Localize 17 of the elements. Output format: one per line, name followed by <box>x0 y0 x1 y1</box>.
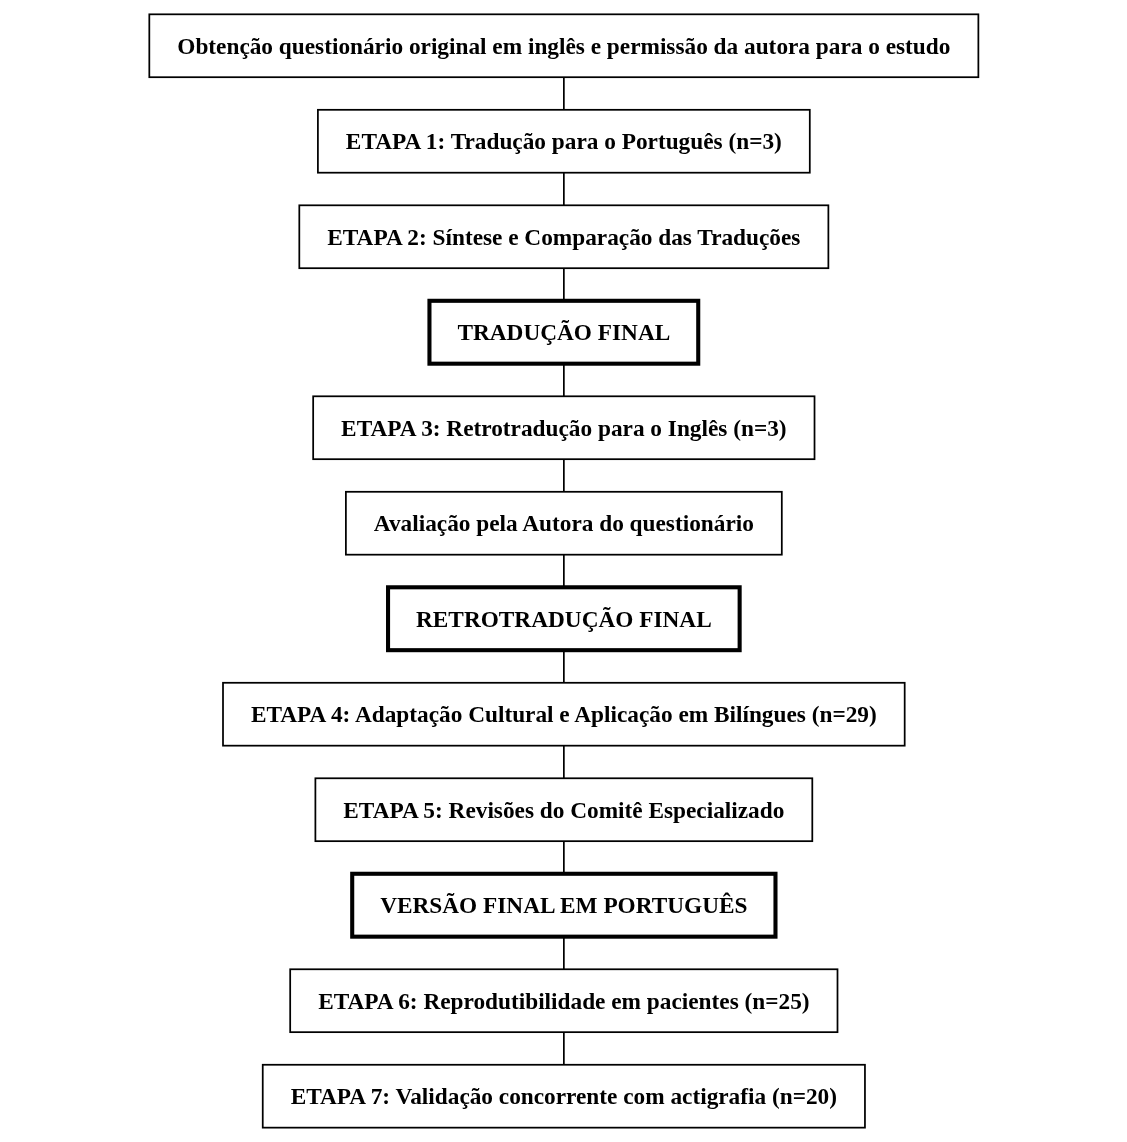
node-box: TRADUÇÃO FINAL <box>427 298 700 366</box>
connector <box>562 76 565 111</box>
node-box: ETAPA 2: Síntese e Comparação das Traduções <box>298 204 829 270</box>
node-box: RETROTRADUÇÃO FINAL <box>385 585 742 653</box>
node-box: ETAPA 3: Retrotradução para o Inglês (n=3) <box>311 395 816 461</box>
node-box: ETAPA 6: Reprodutibilidade em pacientes (n=25) <box>288 968 839 1034</box>
node-box: VERSÃO FINAL EM PORTUGUÊS <box>349 871 778 939</box>
connector <box>562 458 565 493</box>
connector <box>562 1031 565 1066</box>
connector <box>562 744 565 780</box>
node-box: ETAPA 1: Tradução para o Português (n=3) <box>316 108 811 174</box>
node-box: ETAPA 5: Revisões do Comitê Especializado <box>314 777 813 843</box>
connector <box>562 171 565 207</box>
node-box: Avaliação pela Autora do questionário <box>344 490 783 556</box>
node-box: Obtenção questionário original em inglês e permissão da autora para o estudo <box>148 13 979 79</box>
node-box: ETAPA 4: Adaptação Cultural e Aplicação em Bilíngues (n=29) <box>221 681 906 747</box>
node-box: ETAPA 7: Validação concorrente com actigrafia (n=20) <box>261 1063 866 1129</box>
